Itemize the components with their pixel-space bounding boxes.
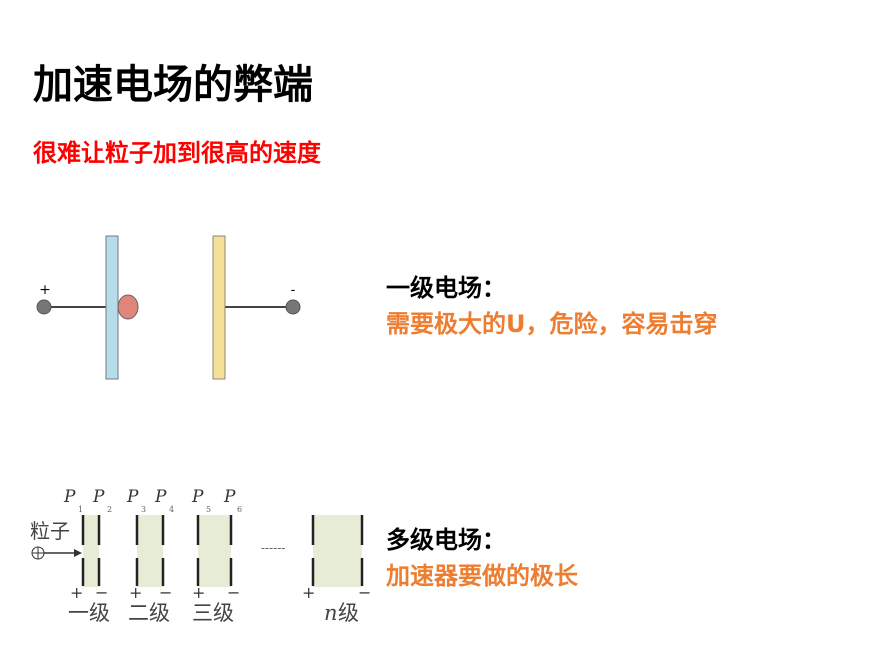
stage-n: n [324, 601, 338, 625]
plate-label: P [223, 487, 236, 507]
particle [117, 294, 139, 320]
plus-label: + [70, 583, 83, 602]
plate-subscript: 6 [237, 505, 242, 514]
single-stage-heading: 一级电场： [386, 274, 506, 302]
plate-label: P [154, 487, 167, 507]
multi-stage-desc: 加速器要做的极长 [386, 562, 578, 590]
minus-label: − [95, 583, 108, 602]
negative-terminal [285, 299, 301, 315]
stage-label: 二级 [128, 601, 170, 625]
minus-label: − [358, 583, 371, 602]
single-stage-desc: 需要极大的U，危险，容易击穿 [386, 310, 718, 338]
particle-label: 粒子 [30, 519, 70, 543]
minus-label: − [227, 583, 240, 602]
plate-label: P [191, 487, 204, 507]
subtitle: 很难让粒子加到很高的速度 [33, 139, 321, 167]
plus-label: + [39, 282, 51, 298]
plate-subscript: 1 [78, 505, 83, 514]
positive-terminal [36, 299, 52, 315]
multi-stage-diagram: P P P P P P 1 2 3 4 5 6 粒子 ------ + − + … [30, 487, 371, 625]
plate-label: P [126, 487, 139, 507]
minus-label: - [291, 282, 296, 298]
slide-title: 加速电场的弊端 [33, 62, 313, 108]
minus-label: − [159, 583, 172, 602]
single-stage-diagram: + - [36, 235, 301, 380]
plate-label: P [63, 487, 76, 507]
plus-label: + [129, 583, 142, 602]
plate-subscript: 4 [169, 505, 174, 514]
negative-plate [212, 235, 226, 380]
plate-label: P [92, 487, 105, 507]
plate-subscript: 3 [141, 505, 146, 514]
stage-label: 一级 [68, 601, 110, 625]
stage-label: 级 [338, 601, 359, 625]
stage-label: 三级 [192, 601, 234, 625]
plus-label: + [192, 583, 205, 602]
positive-plate [105, 235, 119, 380]
plus-label: + [302, 583, 315, 602]
plate-subscript: 5 [206, 505, 211, 514]
plate-subscript: 2 [107, 505, 112, 514]
multi-stage-heading: 多级电场： [386, 526, 506, 554]
ellipsis: ------ [261, 541, 285, 555]
